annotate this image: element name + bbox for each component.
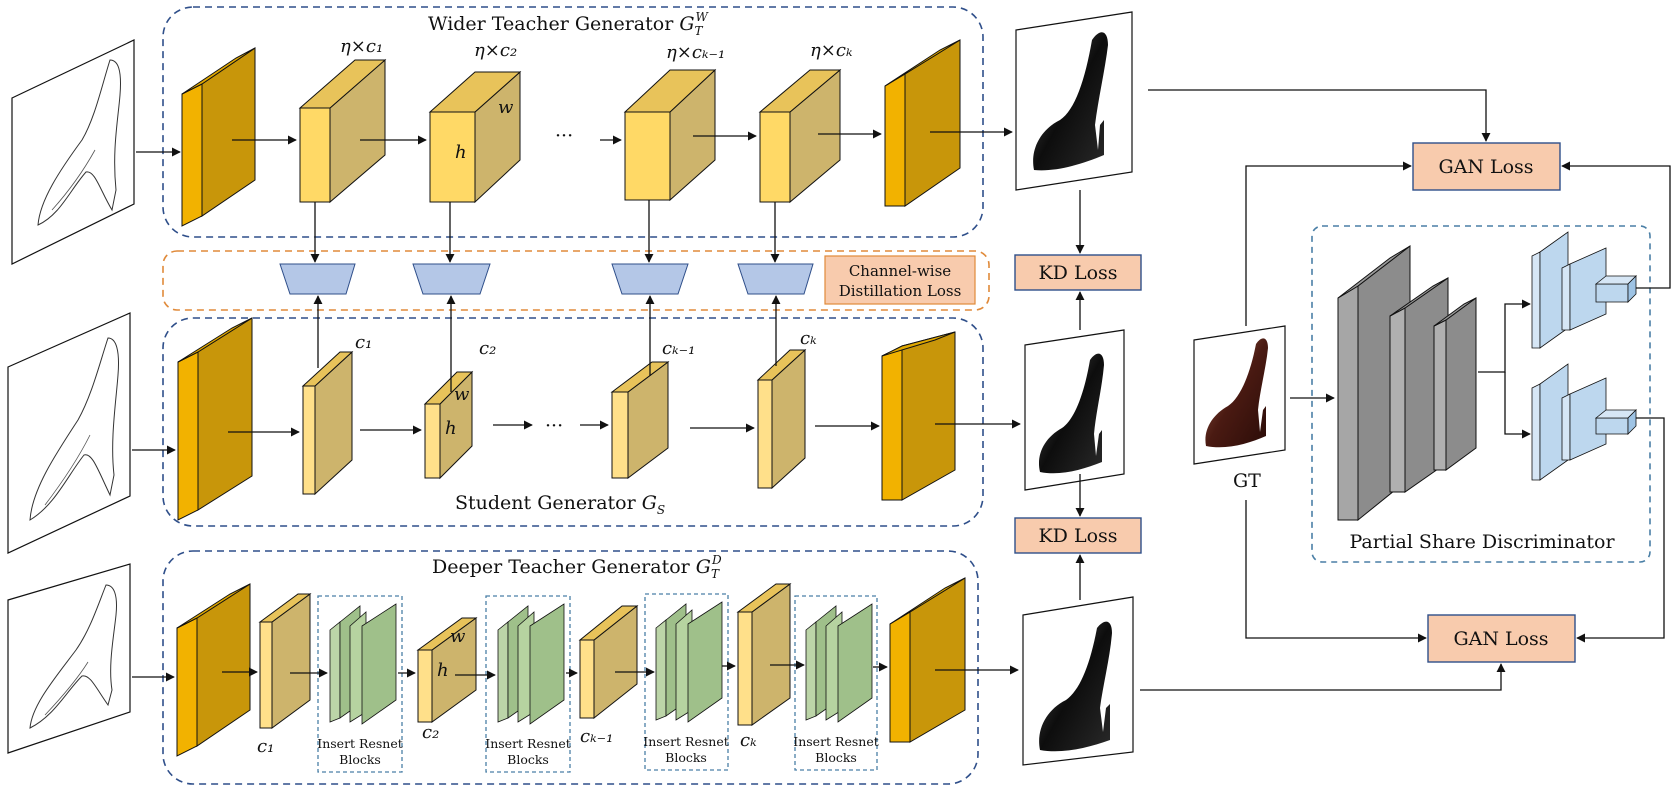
student-dim-w: w bbox=[454, 384, 470, 405]
student-blocks bbox=[177, 317, 956, 521]
kd-loss-box-2 bbox=[1014, 517, 1142, 554]
distill-loss-line1: Channel-wise bbox=[849, 262, 951, 280]
ground-truth-image bbox=[1193, 325, 1286, 465]
student-dim-h: h bbox=[445, 418, 457, 439]
resnet-label-4b: Blocks bbox=[815, 750, 857, 765]
wider-channel-label-2: η×c₂ bbox=[474, 40, 517, 61]
output-deeper-teacher bbox=[1022, 596, 1134, 766]
student-title: Student Generator GS bbox=[455, 492, 665, 517]
deeper-dim-w: w bbox=[450, 626, 466, 647]
student-container bbox=[162, 317, 984, 527]
discriminator-container bbox=[1311, 225, 1651, 563]
resnet-label-2b: Blocks bbox=[507, 752, 549, 767]
distill-loss-line2: Distillation Loss bbox=[839, 282, 962, 300]
distill-loss-box bbox=[824, 255, 976, 305]
discriminator-label: Partial Share Discriminator bbox=[1349, 531, 1615, 553]
resnet-group-4 bbox=[794, 595, 878, 771]
student-ellipsis: ··· bbox=[545, 415, 563, 437]
discriminator-blocks bbox=[1337, 231, 1637, 522]
resnet-label-1b: Blocks bbox=[339, 752, 381, 767]
sketch-input-top bbox=[11, 39, 135, 265]
deeper-channel-label-k: cₖ bbox=[740, 730, 757, 751]
deeper-channel-label-2: c₂ bbox=[422, 722, 439, 743]
resnet-label-1a: Insert Resnet bbox=[317, 736, 402, 751]
gan-loss-label-1: GAN Loss bbox=[1438, 156, 1533, 178]
deeper-channel-label-k-1: cₖ₋₁ bbox=[580, 726, 613, 747]
resnet-label-3b: Blocks bbox=[665, 750, 707, 765]
gt-label: GT bbox=[1233, 470, 1261, 492]
wider-dim-h: h bbox=[455, 142, 467, 163]
distillation-container bbox=[162, 250, 990, 311]
wider-ellipsis: ··· bbox=[555, 125, 573, 147]
student-channel-label-2: c₂ bbox=[479, 338, 496, 359]
kd-loss-label-1: KD Loss bbox=[1038, 262, 1117, 284]
gan-loss-label-2: GAN Loss bbox=[1453, 628, 1548, 650]
resnet-label-3a: Insert Resnet bbox=[643, 734, 728, 749]
wider-teacher-title: Wider Teacher Generator GTW bbox=[428, 10, 710, 38]
gan-loss-box-1 bbox=[1412, 142, 1561, 191]
kd-loss-label-2: KD Loss bbox=[1038, 525, 1117, 547]
gan-loss-box-2 bbox=[1427, 614, 1576, 663]
resnet-group-2 bbox=[485, 595, 571, 773]
wider-teacher-blocks bbox=[181, 39, 961, 227]
kd-loss-box-1 bbox=[1014, 254, 1142, 291]
arrows bbox=[132, 89, 1671, 691]
output-wider-teacher bbox=[1015, 11, 1133, 191]
wider-channel-label-k: η×cₖ bbox=[810, 40, 853, 61]
deeper-channel-label-1: c₁ bbox=[257, 736, 274, 757]
deeper-teacher-container bbox=[162, 550, 979, 785]
deeper-teacher-blocks bbox=[176, 577, 966, 757]
deeper-dim-h: h bbox=[437, 660, 449, 681]
student-channel-label-k: cₖ bbox=[800, 328, 817, 349]
sketch-input-mid bbox=[7, 312, 131, 554]
student-channel-label-k-1: cₖ₋₁ bbox=[662, 338, 695, 359]
resnet-label-4a: Insert Resnet bbox=[793, 734, 878, 749]
resnet-label-2a: Insert Resnet bbox=[485, 736, 570, 751]
distill-trapezoids bbox=[279, 263, 814, 295]
wider-channel-label-k-1: η×cₖ₋₁ bbox=[666, 42, 725, 63]
student-channel-label-1: c₁ bbox=[355, 332, 372, 353]
wider-dim-w: w bbox=[498, 97, 514, 118]
resnet-group-3 bbox=[644, 593, 729, 771]
deeper-teacher-title: Deeper Teacher Generator GTD bbox=[432, 553, 722, 581]
wider-channel-label-1: η×c₁ bbox=[340, 36, 383, 57]
sketch-input-bottom bbox=[7, 563, 131, 754]
wider-teacher-container bbox=[162, 6, 984, 238]
output-student bbox=[1024, 329, 1125, 491]
resnet-group-1 bbox=[317, 595, 403, 773]
